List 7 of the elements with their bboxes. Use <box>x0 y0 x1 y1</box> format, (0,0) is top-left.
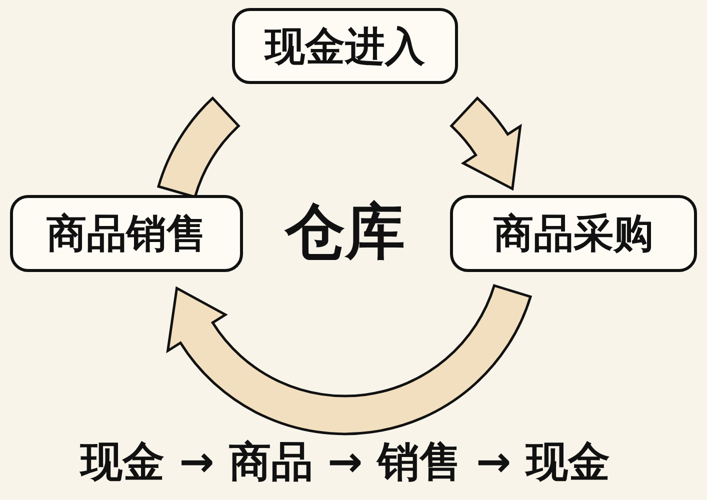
process-box: 现金进入 <box>232 8 458 84</box>
curved-arrow <box>450 96 522 190</box>
process-box: 商品采购 <box>450 195 697 272</box>
flow-text: 现金 → 商品 → 销售 → 现金 <box>80 436 610 488</box>
process-box: 商品销售 <box>10 195 243 272</box>
curved-arrow <box>166 284 532 436</box>
warehouse-label: 仓库 <box>285 196 405 268</box>
